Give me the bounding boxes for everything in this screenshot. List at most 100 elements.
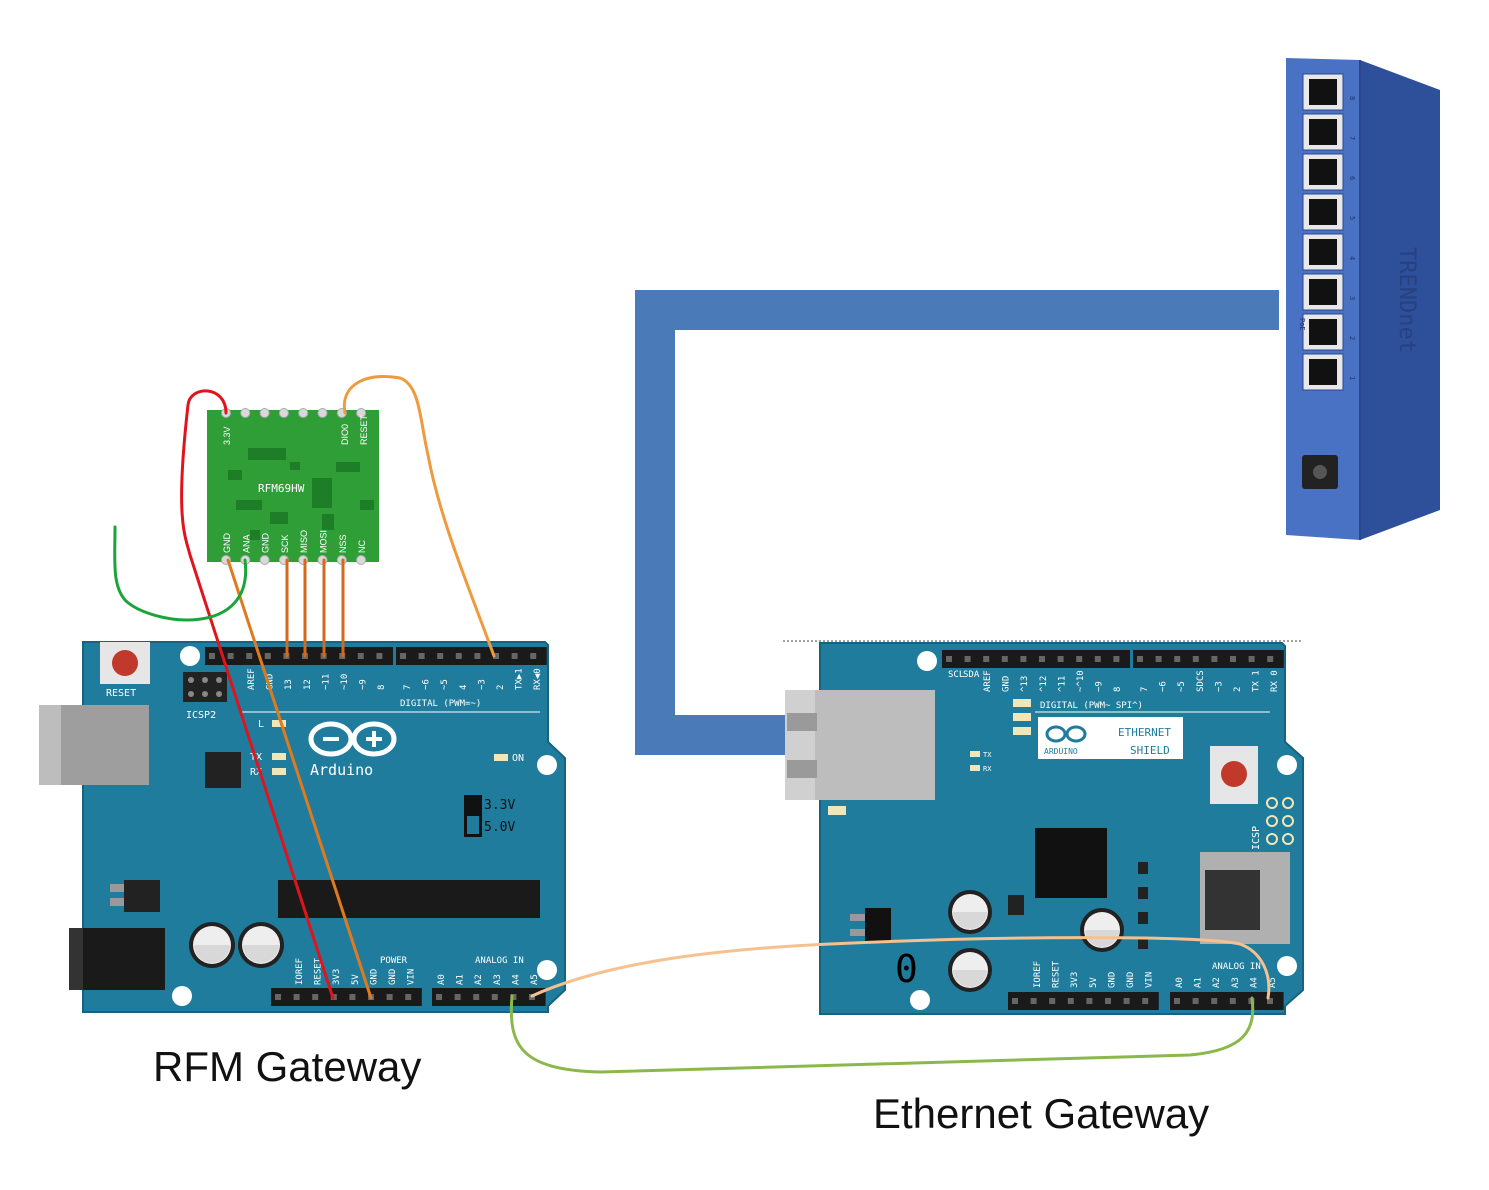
smd-parts [850,862,1148,949]
pin-label: SDA [963,670,980,680]
header-pin[interactable] [264,653,271,659]
voltage-regulator [124,880,160,912]
header-pin[interactable] [1123,998,1130,1004]
header-pin[interactable] [1076,656,1083,662]
header-pin[interactable] [1142,998,1149,1004]
shield-reset-button[interactable] [1221,761,1247,787]
header-pin[interactable] [1086,998,1093,1004]
header-pin[interactable] [964,656,971,662]
module-pin[interactable] [259,555,270,565]
header-pin[interactable] [1020,656,1027,662]
header-pin[interactable] [1211,656,1218,662]
header-pin[interactable] [1049,998,1056,1004]
pin-label: TX 1 [1252,670,1262,692]
pin-label: 12 [303,679,313,690]
led-on [494,754,508,761]
pin-label: SCL [948,670,964,680]
module-pin[interactable] [259,408,270,418]
shield-digital-label: DIGITAL (PWM~ SPI^) [1040,701,1143,711]
header-pin[interactable] [405,994,412,1000]
header-pin[interactable] [437,653,444,659]
capacitor [238,922,284,968]
uno-digital-header-high [205,647,393,665]
header-pin[interactable] [349,994,356,1000]
header-pin[interactable] [293,994,300,1000]
header-pin[interactable] [312,994,319,1000]
led-rx-label: RX [250,767,262,778]
header-pin[interactable] [1211,998,1218,1004]
uno-pcb [82,641,566,1013]
header-pin[interactable] [1267,998,1273,1004]
module-pin[interactable] [356,408,367,418]
header-pin[interactable] [275,994,281,1000]
header-pin[interactable] [1094,656,1101,662]
header-pin[interactable] [386,994,393,1000]
shield-title-2: SHIELD [1130,744,1170,757]
header-pin[interactable] [1248,656,1255,662]
module-pin-label: GND [261,533,271,554]
header-pin[interactable] [227,653,234,659]
header-pin[interactable] [474,653,481,659]
header-pin[interactable] [357,653,364,659]
header-pin[interactable] [530,653,537,659]
pin-label: TX▶1 [515,668,525,690]
wire-red-3v3 [180,389,335,1000]
ethernet-cable [635,290,1279,755]
module-pin[interactable] [356,555,367,565]
header-pin[interactable] [418,653,425,659]
header-pin[interactable] [1067,998,1074,1004]
ethernet-shield-board: TX RX DIGITAL (PWM~ SPI^) ARDUINO ETHERN… [783,640,1304,1015]
header-pin[interactable] [1001,656,1008,662]
header-pin[interactable] [1012,998,1018,1004]
pin-label: 3V3 [1070,972,1080,988]
ethernet-gateway-caption: Ethernet Gateway [873,1090,1210,1137]
switch-port-socket [1309,359,1337,385]
shield-power-header-body [1008,992,1159,1010]
header-pin[interactable] [1229,998,1236,1004]
module-pin[interactable] [298,408,309,418]
header-pin[interactable] [491,994,498,1000]
pin-label: SDCS [1196,670,1206,692]
pin-label: A2 [474,974,484,985]
pin-label: ~9 [359,679,369,690]
module-pin[interactable] [317,408,328,418]
header-pin[interactable] [376,653,383,659]
header-pin[interactable] [1155,656,1162,662]
header-pin[interactable] [1113,656,1120,662]
header-pin[interactable] [1230,656,1236,662]
reset-button[interactable] [112,650,138,676]
header-pin[interactable] [209,653,215,659]
module-pin[interactable] [240,408,251,418]
header-pin[interactable] [983,656,990,662]
header-pin[interactable] [1057,656,1064,662]
switch-port-number: 3 [1348,296,1356,300]
header-pin[interactable] [1174,998,1180,1004]
header-pin[interactable] [400,653,406,659]
usb-chip [205,752,241,788]
module-pin[interactable] [278,408,289,418]
header-pin[interactable] [454,994,461,1000]
header-pin[interactable] [1267,656,1274,662]
header-pin[interactable] [511,653,518,659]
switch-port-socket [1309,159,1337,185]
header-pin[interactable] [1105,998,1111,1004]
header-pin[interactable] [1192,656,1199,662]
mounting-hole [172,986,192,1006]
shield-led-rx [970,765,980,771]
header-pin[interactable] [1192,998,1199,1004]
pin-label: ~3 [1214,681,1224,692]
header-pin[interactable] [436,994,442,1000]
led-rx [272,768,286,775]
header-pin[interactable] [946,656,952,662]
header-pin[interactable] [1137,656,1143,662]
header-pin[interactable] [1039,656,1045,662]
header-pin[interactable] [473,994,480,1000]
reset-label: RESET [106,688,136,699]
stray-zero-label: 0 [895,947,918,991]
header-pin[interactable] [246,653,253,659]
pin-label: ^11 [1057,676,1067,692]
header-pin[interactable] [493,653,499,659]
header-pin[interactable] [1174,656,1181,662]
header-pin[interactable] [1030,998,1037,1004]
header-pin[interactable] [455,653,462,659]
